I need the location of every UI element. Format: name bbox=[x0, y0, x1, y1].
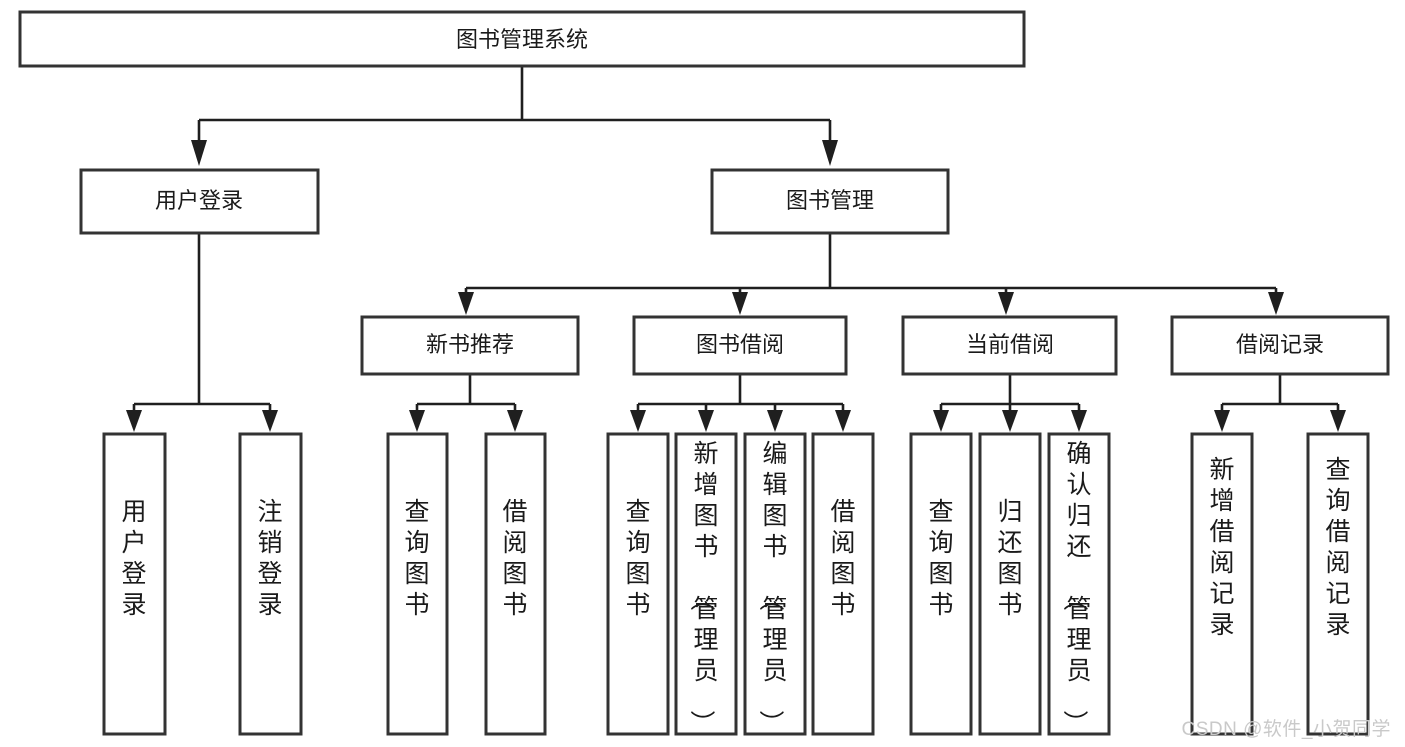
leaf-node-new-book-borrow[interactable]: 借阅图书 bbox=[484, 432, 547, 736]
connector-current-borrow-to-leaves bbox=[933, 374, 1087, 432]
leaf-box-current-query-book[interactable] bbox=[909, 432, 973, 736]
node-current-borrow[interactable]: 当前借阅 bbox=[901, 315, 1118, 376]
arrow-head-br-2 bbox=[1330, 410, 1346, 432]
leaf-node-user-login-signin[interactable]: 用户登录 bbox=[102, 432, 167, 736]
node-book-borrow-box[interactable] bbox=[632, 315, 848, 376]
leaf-node-current-query-book[interactable]: 查询图书 bbox=[909, 432, 973, 736]
leaf-label-user-login-signout: 注销登录 bbox=[257, 498, 282, 619]
arrow-head-bb-2 bbox=[698, 410, 714, 432]
leaf-node-record-add[interactable]: 新增借阅记录 bbox=[1190, 432, 1254, 736]
node-book-management-label: 图书管理 bbox=[786, 188, 874, 213]
node-new-book-recommend-label: 新书推荐 bbox=[426, 332, 514, 357]
node-user-login-label: 用户登录 bbox=[155, 188, 243, 213]
arrow-head-book-manage bbox=[822, 140, 838, 166]
leaf-box-record-add[interactable] bbox=[1190, 432, 1254, 736]
leaf-node-current-return-book[interactable]: 归还图书 bbox=[978, 432, 1042, 736]
leaf-box-current-return-book[interactable] bbox=[978, 432, 1042, 736]
csdn-watermark: CSDN @软件_小贺同学 bbox=[1181, 719, 1391, 740]
node-root-book-management-system[interactable]: 图书管理系统 bbox=[18, 10, 1026, 68]
node-current-borrow-box[interactable] bbox=[901, 315, 1118, 376]
leaf-box-user-login-signin[interactable] bbox=[102, 432, 167, 736]
connector-new-book-to-leaves bbox=[409, 374, 523, 432]
node-root-label: 图书管理系统 bbox=[456, 27, 588, 52]
connector-book-manage-to-level3 bbox=[458, 233, 1284, 315]
leaf-box-new-book-query[interactable] bbox=[386, 432, 449, 736]
leaf-box-user-login-signout[interactable] bbox=[238, 432, 303, 736]
leaf-node-current-confirm-return[interactable]: 确认归还（管理员） bbox=[1047, 432, 1111, 736]
arrow-head-nb-1 bbox=[409, 410, 425, 432]
node-book-management-box[interactable] bbox=[710, 168, 950, 235]
node-user-login-box[interactable] bbox=[79, 168, 320, 235]
leaf-node-borrow-add-book[interactable]: 新增图书（管理员） bbox=[674, 432, 738, 736]
arrow-head-l3-4 bbox=[1268, 292, 1284, 315]
arrow-head-l3-3 bbox=[998, 292, 1014, 315]
leaf-box-borrow-borrow-book[interactable] bbox=[811, 432, 875, 736]
leaf-box-borrow-edit-book[interactable] bbox=[743, 432, 807, 736]
leaf-label-current-return-book: 归还图书 bbox=[997, 498, 1022, 619]
leaf-box-record-query[interactable] bbox=[1306, 432, 1370, 736]
arrow-head-l3-1 bbox=[458, 292, 474, 315]
leaf-node-user-login-signout[interactable]: 注销登录 bbox=[238, 432, 303, 736]
node-borrow-record[interactable]: 借阅记录 bbox=[1170, 315, 1390, 376]
arrow-head-bb-1 bbox=[630, 410, 646, 432]
leaf-label-current-query-book: 查询图书 bbox=[928, 498, 953, 619]
arrow-head-cb-2 bbox=[1002, 410, 1018, 432]
arrow-head-bb-4 bbox=[835, 410, 851, 432]
node-borrow-record-label: 借阅记录 bbox=[1236, 332, 1324, 357]
leaf-box-borrow-add-book[interactable] bbox=[674, 432, 738, 736]
connector-root-to-level2 bbox=[191, 66, 838, 166]
connector-book-borrow-to-leaves bbox=[630, 374, 851, 432]
leaf-box-current-confirm-return[interactable] bbox=[1047, 432, 1111, 736]
arrow-head-nb-2 bbox=[507, 410, 523, 432]
arrow-head-user-login bbox=[191, 140, 207, 166]
node-book-borrow-label: 图书借阅 bbox=[696, 332, 784, 357]
leaf-label-borrow-edit-book: 编辑图书（管理员） bbox=[756, 440, 787, 735]
leaf-label-user-login-signin: 用户登录 bbox=[121, 498, 146, 619]
node-current-borrow-label: 当前借阅 bbox=[966, 332, 1054, 357]
leaf-node-new-book-query[interactable]: 查询图书 bbox=[386, 432, 449, 736]
node-user-login[interactable]: 用户登录 bbox=[79, 168, 320, 235]
leaf-label-current-confirm-return: 确认归还（管理员） bbox=[1060, 440, 1091, 735]
leaf-node-borrow-borrow-book[interactable]: 借阅图书 bbox=[811, 432, 875, 736]
arrow-head-bb-3 bbox=[767, 410, 783, 432]
arrow-head-ul-1 bbox=[126, 410, 142, 432]
arrow-head-l3-2 bbox=[732, 292, 748, 315]
node-borrow-record-box[interactable] bbox=[1170, 315, 1390, 376]
connector-user-login-to-leaves bbox=[126, 233, 278, 432]
leaf-label-record-query: 查询借阅记录 bbox=[1325, 456, 1350, 639]
leaf-label-new-book-query: 查询图书 bbox=[404, 498, 429, 619]
node-new-book-recommend[interactable]: 新书推荐 bbox=[360, 315, 580, 376]
arrow-head-cb-3 bbox=[1071, 410, 1087, 432]
arrow-head-br-1 bbox=[1214, 410, 1230, 432]
node-book-borrow[interactable]: 图书借阅 bbox=[632, 315, 848, 376]
leaf-label-new-book-borrow: 借阅图书 bbox=[502, 498, 527, 619]
node-book-management[interactable]: 图书管理 bbox=[710, 168, 950, 235]
leaf-node-record-query[interactable]: 查询借阅记录 bbox=[1306, 432, 1370, 736]
leaf-label-borrow-borrow-book: 借阅图书 bbox=[830, 498, 855, 619]
arrow-head-ul-2 bbox=[262, 410, 278, 432]
leaf-label-borrow-add-book: 新增图书（管理员） bbox=[687, 440, 718, 735]
leaf-box-new-book-borrow[interactable] bbox=[484, 432, 547, 736]
leaf-box-borrow-query-book[interactable] bbox=[606, 432, 670, 736]
node-new-book-recommend-box[interactable] bbox=[360, 315, 580, 376]
leaf-label-record-add: 新增借阅记录 bbox=[1209, 456, 1234, 639]
arrow-head-cb-1 bbox=[933, 410, 949, 432]
connector-borrow-record-to-leaves bbox=[1214, 374, 1346, 432]
leaf-node-borrow-edit-book[interactable]: 编辑图书（管理员） bbox=[743, 432, 807, 736]
node-root-box[interactable] bbox=[18, 10, 1026, 68]
leaf-node-borrow-query-book[interactable]: 查询图书 bbox=[606, 432, 670, 736]
leaf-label-borrow-query-book: 查询图书 bbox=[625, 498, 650, 619]
